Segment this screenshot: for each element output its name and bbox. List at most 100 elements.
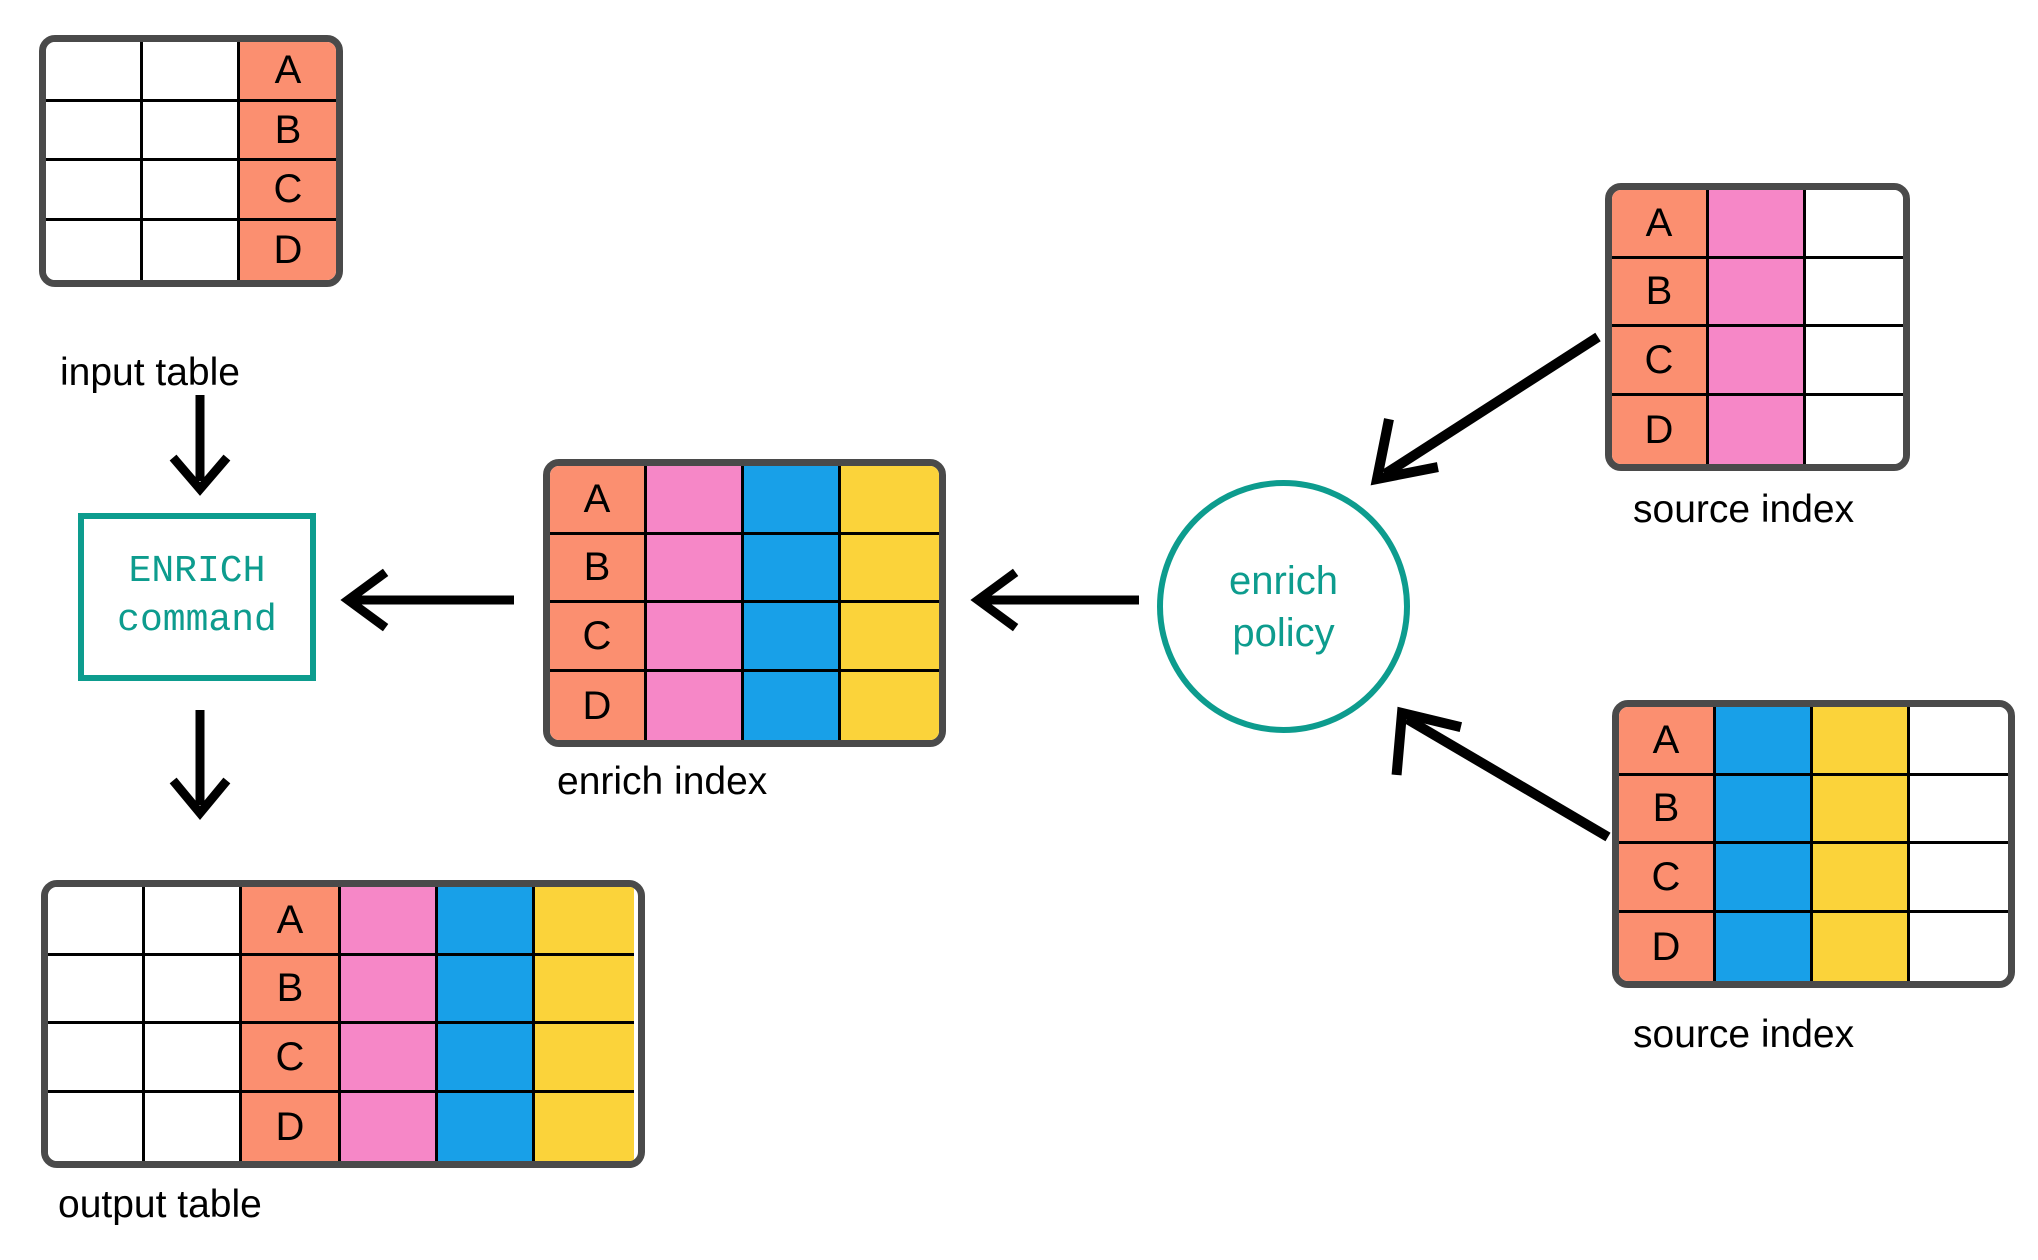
table-cell bbox=[1806, 190, 1903, 259]
table-cell bbox=[744, 603, 841, 672]
enrich-command-line1: ENRICH bbox=[128, 550, 266, 594]
enrich-index-table: A B C D bbox=[543, 459, 946, 747]
table-cell-key: C bbox=[240, 161, 336, 221]
table-cell bbox=[145, 955, 242, 1024]
table-cell bbox=[145, 887, 242, 956]
table-cell-key: D bbox=[240, 220, 336, 280]
table-cell bbox=[1716, 775, 1813, 844]
table-cell bbox=[438, 1092, 535, 1161]
input-table: A B C D bbox=[39, 35, 343, 287]
table-cell bbox=[647, 534, 744, 603]
source-index-bottom-table: A B C D bbox=[1612, 700, 2015, 988]
table-cell bbox=[1910, 775, 2008, 844]
table-cell bbox=[143, 101, 240, 161]
enrich-policy-circle[interactable]: enrich policy bbox=[1157, 480, 1410, 733]
table-row: D bbox=[550, 671, 939, 740]
table-row: A bbox=[550, 466, 939, 535]
table-cell bbox=[1813, 707, 1910, 776]
enrich-policy-line2: policy bbox=[1232, 610, 1335, 655]
table-cell bbox=[1709, 190, 1806, 259]
table-cell bbox=[1716, 844, 1813, 913]
table-cell bbox=[841, 534, 939, 603]
table-cell-key: A bbox=[242, 887, 341, 956]
table-cell-key: D bbox=[550, 671, 647, 740]
table-cell-key: D bbox=[1619, 912, 1716, 981]
table-cell bbox=[1813, 775, 1910, 844]
arrow-source-top-to-policy bbox=[1370, 332, 1601, 486]
table-cell bbox=[1806, 395, 1903, 464]
table-row: D bbox=[1619, 912, 2008, 981]
table-cell bbox=[1709, 258, 1806, 327]
table-row: B bbox=[1612, 258, 1903, 327]
table-cell bbox=[143, 42, 240, 102]
enrich-policy-line1: enrich bbox=[1229, 558, 1338, 603]
table-row: D bbox=[1612, 395, 1903, 464]
table-cell-key: D bbox=[1612, 395, 1709, 464]
source-index-top-block: A B C D bbox=[1605, 183, 1910, 471]
table-cell-key: A bbox=[240, 42, 336, 102]
table-cell bbox=[535, 1092, 634, 1161]
arrow-policy-to-enrich-index bbox=[970, 568, 1139, 632]
table-cell bbox=[1709, 395, 1806, 464]
table-cell-key: A bbox=[550, 466, 647, 535]
table-cell bbox=[341, 1024, 438, 1093]
table-cell bbox=[1910, 707, 2008, 776]
table-cell bbox=[1716, 912, 1813, 981]
table-row: C bbox=[48, 1024, 638, 1093]
table-cell bbox=[1806, 258, 1903, 327]
table-cell bbox=[841, 603, 939, 672]
output-table: A B C D bbox=[41, 880, 645, 1168]
table-row: C bbox=[46, 161, 336, 221]
table-cell-key: C bbox=[1612, 327, 1709, 396]
output-table-block: A B C D bbox=[41, 880, 645, 1168]
table-cell bbox=[1813, 844, 1910, 913]
table-cell-key: B bbox=[240, 101, 336, 161]
table-cell-key: D bbox=[242, 1092, 341, 1161]
table-cell bbox=[841, 671, 939, 740]
enrich-command-box[interactable]: ENRICH command bbox=[78, 513, 316, 681]
table-row: C bbox=[1619, 844, 2008, 913]
enrich-command-line2: command bbox=[117, 599, 277, 642]
table-row: B bbox=[46, 101, 336, 161]
table-row: A bbox=[1619, 707, 2008, 776]
table-cell bbox=[1910, 912, 2008, 981]
table-cell bbox=[46, 220, 143, 280]
table-row: A bbox=[48, 887, 638, 956]
table-cell-key: A bbox=[1612, 190, 1709, 259]
table-cell bbox=[1910, 844, 2008, 913]
table-cell bbox=[841, 466, 939, 535]
table-cell bbox=[535, 1024, 634, 1093]
table-cell bbox=[535, 955, 634, 1024]
table-cell bbox=[647, 603, 744, 672]
table-cell bbox=[143, 161, 240, 221]
table-cell bbox=[145, 1092, 242, 1161]
table-cell bbox=[143, 220, 240, 280]
arrow-command-to-output bbox=[169, 710, 231, 821]
table-cell bbox=[341, 887, 438, 956]
table-cell bbox=[438, 887, 535, 956]
table-row: D bbox=[46, 220, 336, 280]
enrich-index-caption: enrich index bbox=[557, 760, 768, 803]
table-cell bbox=[1716, 707, 1813, 776]
table-cell bbox=[535, 887, 634, 956]
table-cell bbox=[744, 671, 841, 740]
table-cell-key: C bbox=[242, 1024, 341, 1093]
table-cell bbox=[744, 466, 841, 535]
source-index-top-table: A B C D bbox=[1605, 183, 1910, 471]
table-cell bbox=[48, 1092, 145, 1161]
table-cell bbox=[145, 1024, 242, 1093]
source-index-bottom-caption: source index bbox=[1633, 1013, 1855, 1056]
table-cell bbox=[46, 101, 143, 161]
table-cell bbox=[1806, 327, 1903, 396]
table-cell-key: B bbox=[550, 534, 647, 603]
table-cell bbox=[647, 671, 744, 740]
table-row: B bbox=[550, 534, 939, 603]
table-cell-key: B bbox=[242, 955, 341, 1024]
output-table-caption: output table bbox=[58, 1183, 262, 1226]
table-cell-key: C bbox=[550, 603, 647, 672]
table-cell bbox=[647, 466, 744, 535]
table-cell bbox=[341, 955, 438, 1024]
table-row: D bbox=[48, 1092, 638, 1161]
table-cell bbox=[48, 955, 145, 1024]
table-row: B bbox=[48, 955, 638, 1024]
